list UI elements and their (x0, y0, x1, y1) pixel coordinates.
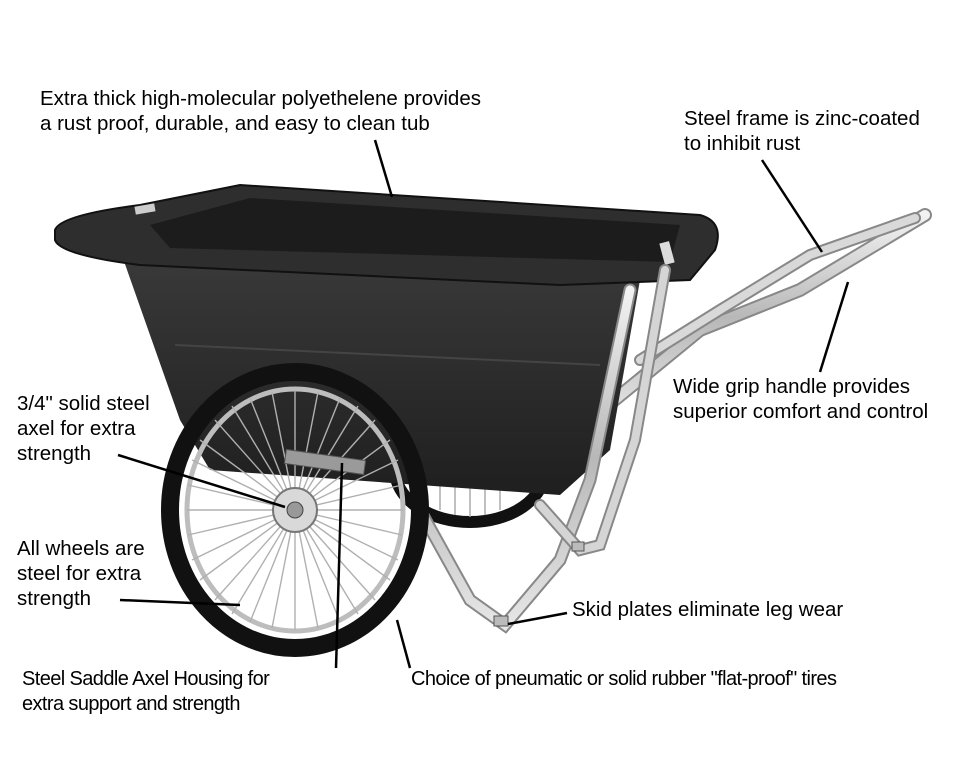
callout-wheels: All wheels are steel for extra strength (17, 536, 145, 611)
callout-wheels-line-3: strength (17, 587, 92, 610)
callout-skid-plates: Skid plates eliminate leg wear (572, 597, 843, 622)
callout-tub: Extra thick high-molecular polyethelene … (40, 86, 481, 136)
callout-leader-lines (117, 139, 850, 669)
callout-frame-line-1: Steel frame is zinc-coated (684, 107, 920, 130)
callout-tires-line-1: Choice of pneumatic or solid rubber "fla… (411, 668, 837, 690)
callout-tub-line-1: Extra thick high-molecular polyethelene … (40, 87, 481, 110)
callout-saddle-housing-line-2: extra support and strength (22, 693, 240, 715)
callout-frame: Steel frame is zinc-coated to inhibit ru… (684, 106, 920, 156)
callout-axel-line-3: strength (17, 442, 92, 465)
callout-axel: 3/4" solid steel axel for extra strength (17, 391, 150, 466)
front-wheel (161, 363, 429, 657)
callout-axel-line-1: 3/4" solid steel (17, 392, 150, 415)
callout-handle: Wide grip handle provides superior comfo… (673, 374, 928, 424)
callout-wheels-line-2: steel for extra (17, 562, 142, 585)
callout-axel-line-2: axel for extra (17, 417, 136, 440)
poly-tub (54, 183, 719, 495)
callout-saddle-housing: Steel Saddle Axel Housing for extra supp… (22, 667, 270, 717)
callout-saddle-housing-line-1: Steel Saddle Axel Housing for (22, 668, 270, 690)
callout-tires: Choice of pneumatic or solid rubber "fla… (411, 667, 837, 692)
callout-skid-plates-line-1: Skid plates eliminate leg wear (572, 598, 844, 621)
callout-handle-line-2: superior comfort and control (673, 400, 929, 423)
callout-wheels-line-1: All wheels are (17, 537, 145, 560)
callout-tub-line-2: a rust proof, durable, and easy to clean… (40, 112, 430, 135)
leg-frame (413, 264, 671, 634)
callout-handle-line-1: Wide grip handle provides (673, 375, 911, 398)
callout-frame-line-2: to inhibit rust (684, 132, 801, 155)
